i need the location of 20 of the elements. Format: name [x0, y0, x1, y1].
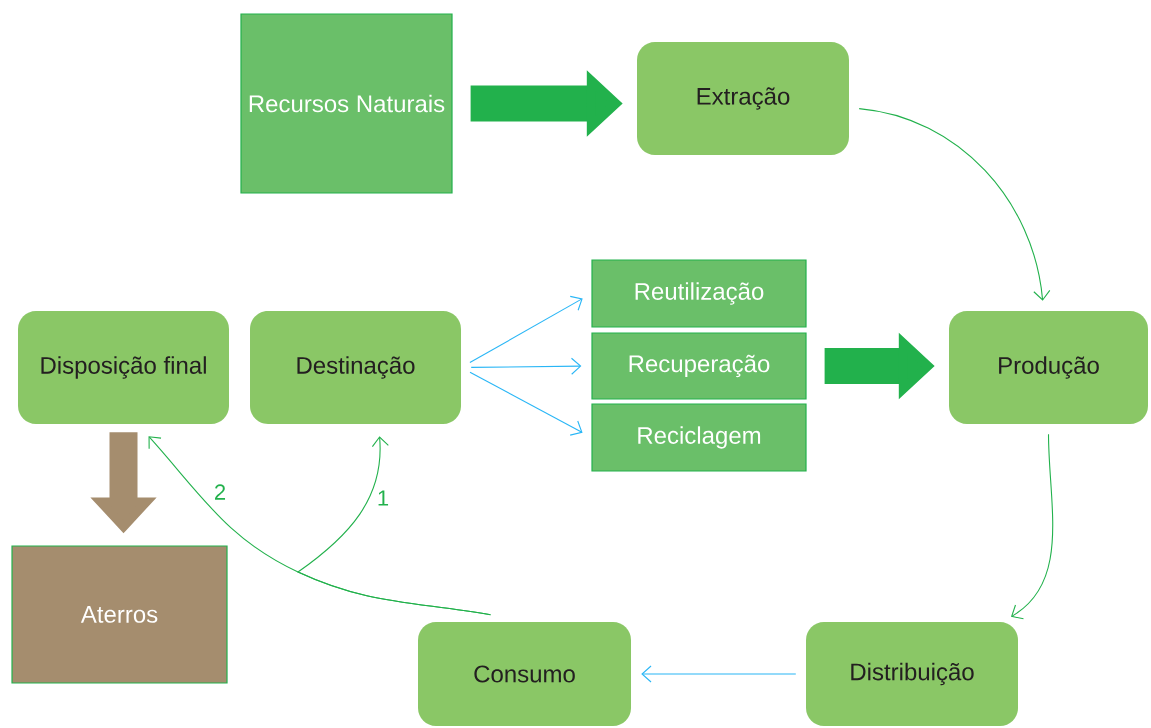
process-box: Reutilização: [591, 259, 807, 328]
stage-box: Extração: [637, 42, 849, 155]
arrow: [641, 665, 797, 683]
landfill-box: Aterros: [11, 545, 228, 684]
process-box: Reciclagem: [591, 403, 807, 472]
edge-label: 1: [375, 489, 391, 507]
stage-box: Destinação: [250, 311, 461, 424]
process-box: Recursos Naturais: [240, 13, 453, 194]
edge-label: 2: [212, 483, 228, 501]
stage-box: Disposição final: [18, 311, 229, 424]
arrow: [469, 295, 583, 364]
process-box: Recuperação: [591, 332, 807, 400]
stage-box: Distribuição: [806, 622, 1018, 726]
arrow: [858, 108, 1051, 301]
arrow: [469, 371, 583, 436]
arrow: [1010, 433, 1054, 620]
stage-box: Consumo: [418, 622, 631, 726]
arrow: [470, 357, 582, 375]
arrow: [297, 436, 492, 616]
stage-box: Produção: [949, 311, 1148, 424]
